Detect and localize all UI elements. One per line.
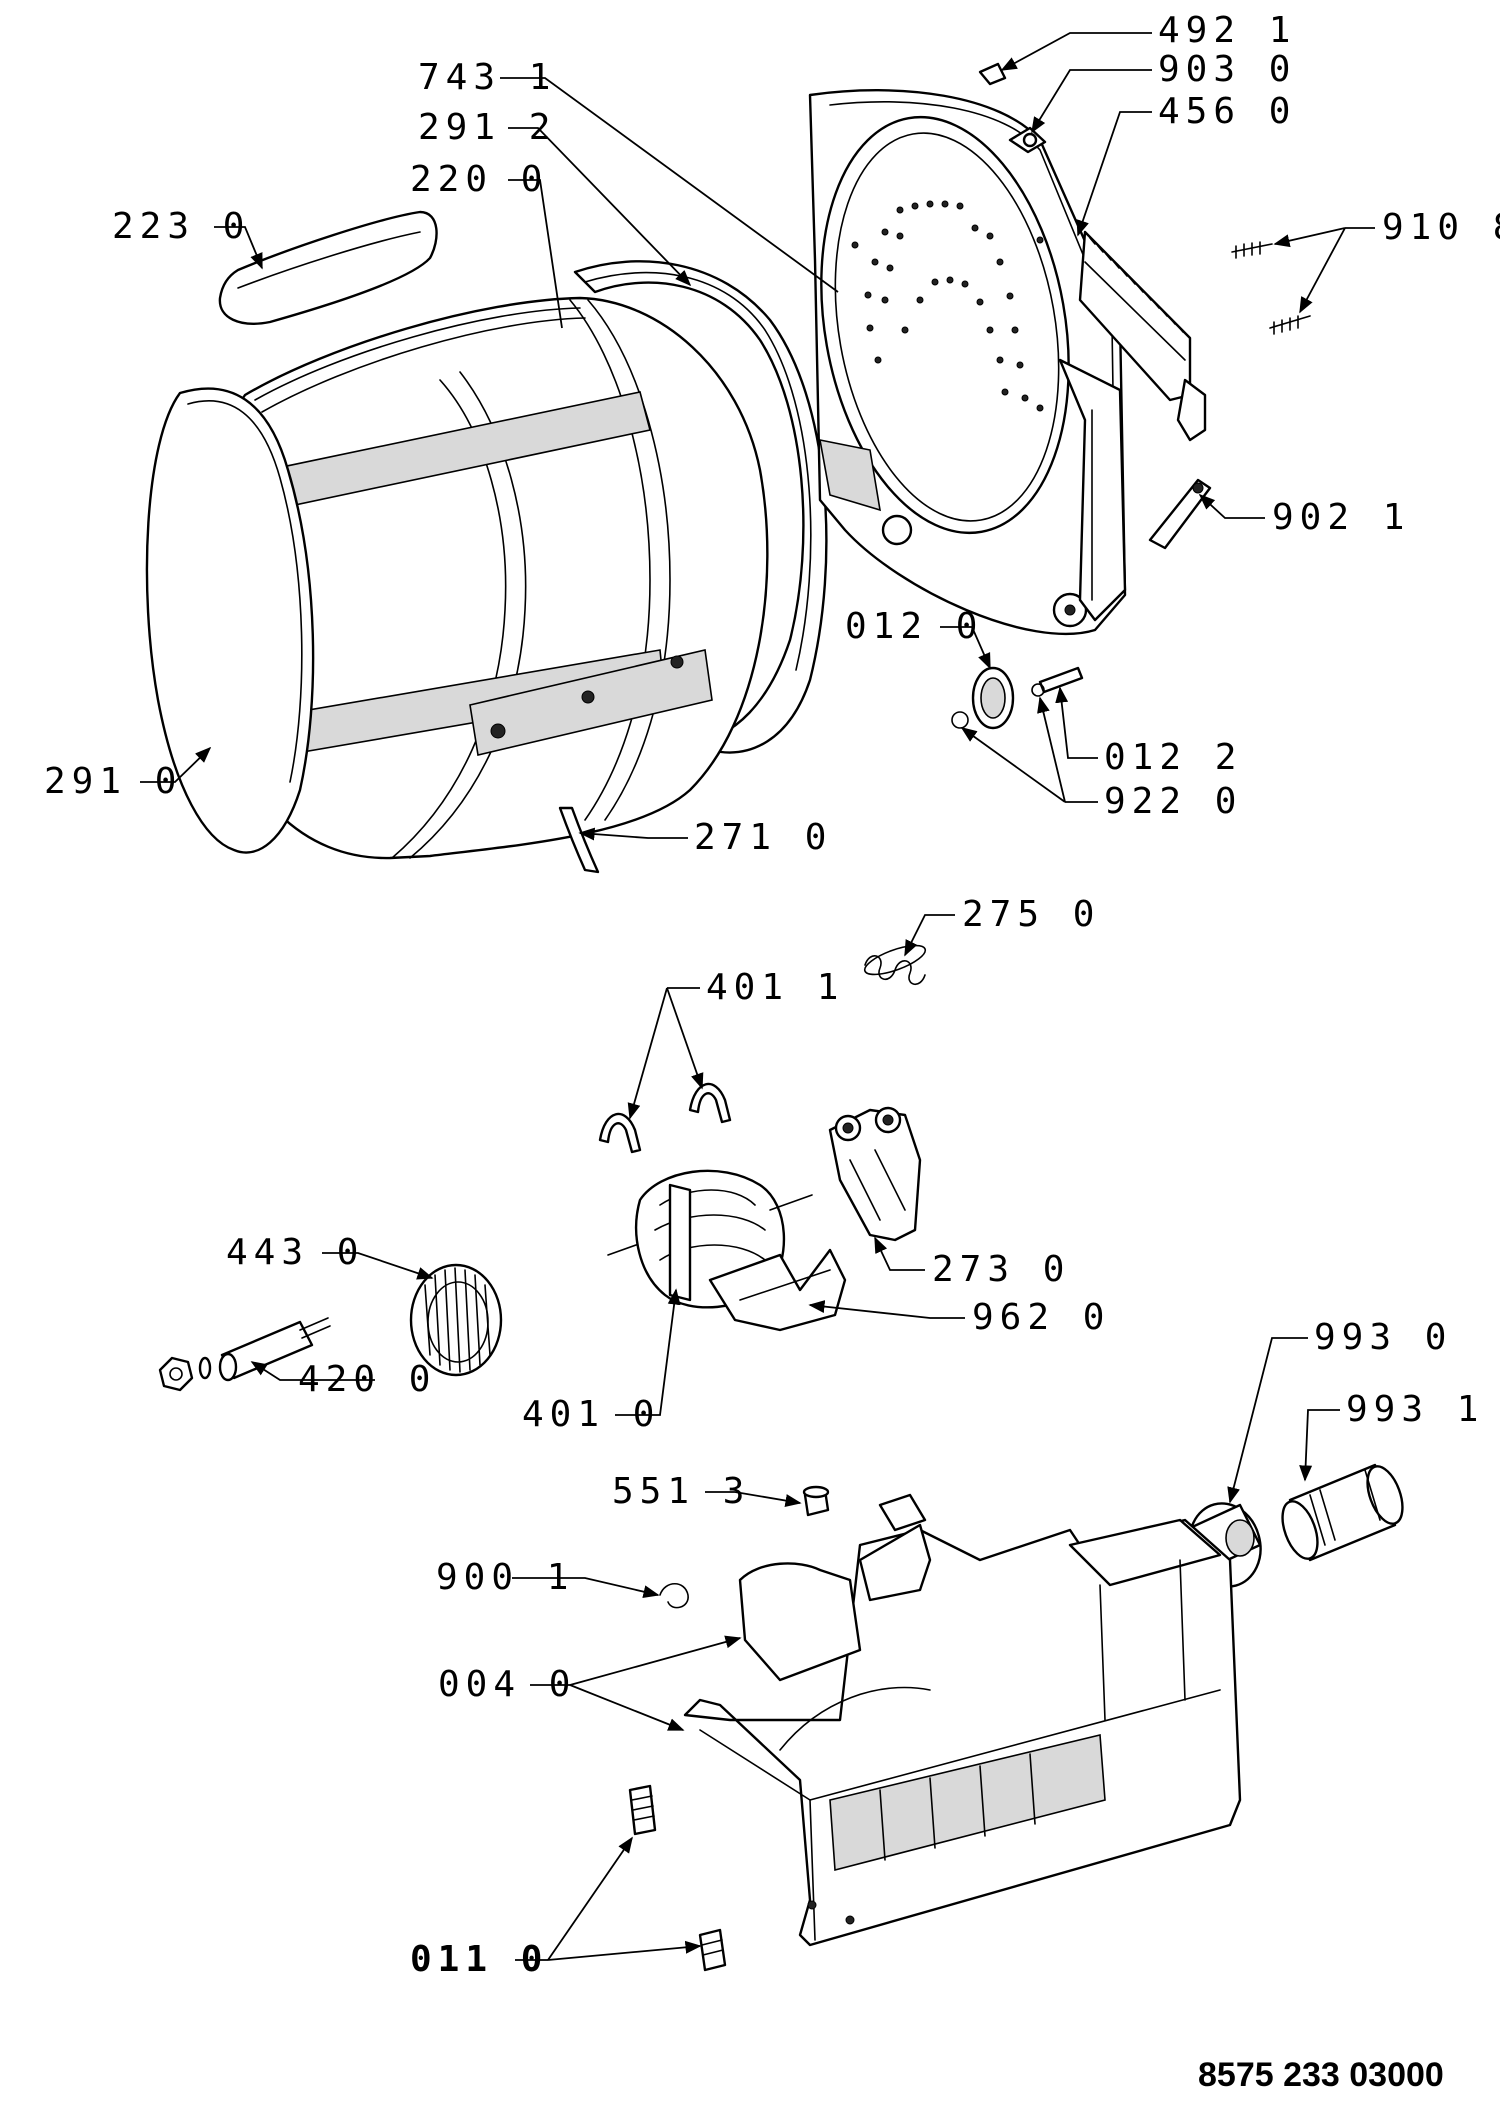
callout-220-0: 220 0	[410, 159, 548, 200]
callout-922-0: 922 0	[1104, 781, 1242, 822]
callout-456-0: 456 0	[1158, 91, 1296, 132]
cable-clip-903-0	[1008, 126, 1047, 154]
motor-bracket-273-0	[828, 1106, 922, 1242]
document-number: 8575 233 03000	[1198, 2056, 1444, 2094]
callout-962-0: 962 0	[972, 1297, 1110, 1338]
callout-743-1: 743 1	[418, 57, 556, 98]
drum-roller-012-0	[971, 666, 1015, 730]
callout-271-0: 271 0	[694, 817, 832, 858]
filter-tube-993-1	[1281, 1463, 1404, 1562]
motor-clips-401-1	[598, 1082, 732, 1154]
sensor-551-3	[802, 1485, 830, 1517]
callout-401-1: 401 1	[706, 967, 844, 1008]
callout-011-0: 011 0	[410, 1939, 548, 1980]
callout-223-0: 223 0	[112, 206, 250, 247]
bulkhead-perforations	[851, 200, 1044, 412]
callout-004-0: 004 0	[438, 1664, 576, 1705]
callout-902-1: 902 1	[1272, 497, 1410, 538]
fan-shaft-420-0	[158, 1317, 331, 1392]
leader-lines	[140, 32, 1375, 1961]
callout-012-2: 012 2	[1104, 737, 1242, 778]
front-drum-seal-291-0	[145, 387, 315, 854]
base-004-0	[683, 1493, 1242, 1947]
screws-910-8	[1231, 241, 1311, 335]
circlip-922-0	[951, 683, 1045, 729]
callout-labels: 492 1 903 0 456 0 743 1 291 2 220 0 223 …	[44, 10, 1500, 1980]
callout-910-8: 910 8	[1382, 207, 1500, 248]
callout-551-3: 551 3	[612, 1471, 750, 1512]
thermostat-clip-492-1	[978, 62, 1007, 86]
callout-291-0: 291 0	[44, 761, 182, 802]
fan-443-0	[409, 1263, 503, 1377]
callout-291-2: 291 2	[418, 107, 556, 148]
callout-993-1: 993 1	[1346, 1389, 1484, 1430]
drum-lifter-223-0	[218, 210, 438, 325]
callout-401-0: 401 0	[522, 1394, 660, 1435]
callout-492-1: 492 1	[1158, 10, 1296, 51]
rear-bulkhead-743-1	[808, 89, 1127, 636]
roller-shaft-012-2	[1038, 666, 1084, 694]
callout-900-1: 900 1	[436, 1557, 574, 1598]
callout-993-0: 993 0	[1314, 1317, 1452, 1358]
callout-012-0: 012 0	[845, 606, 983, 647]
hose-clip-900-1	[659, 1582, 689, 1609]
callout-443-0: 443 0	[226, 1232, 364, 1273]
callout-275-0: 275 0	[962, 894, 1100, 935]
callout-903-0: 903 0	[1158, 49, 1296, 90]
heater-element-456-0	[1078, 230, 1207, 442]
thermostat-902-1	[1148, 478, 1212, 550]
callout-420-0: 420 0	[298, 1359, 436, 1400]
tension-spring-275-0	[863, 944, 927, 985]
callout-273-0: 273 0	[932, 1249, 1070, 1290]
feet-011-0	[628, 1784, 727, 1972]
